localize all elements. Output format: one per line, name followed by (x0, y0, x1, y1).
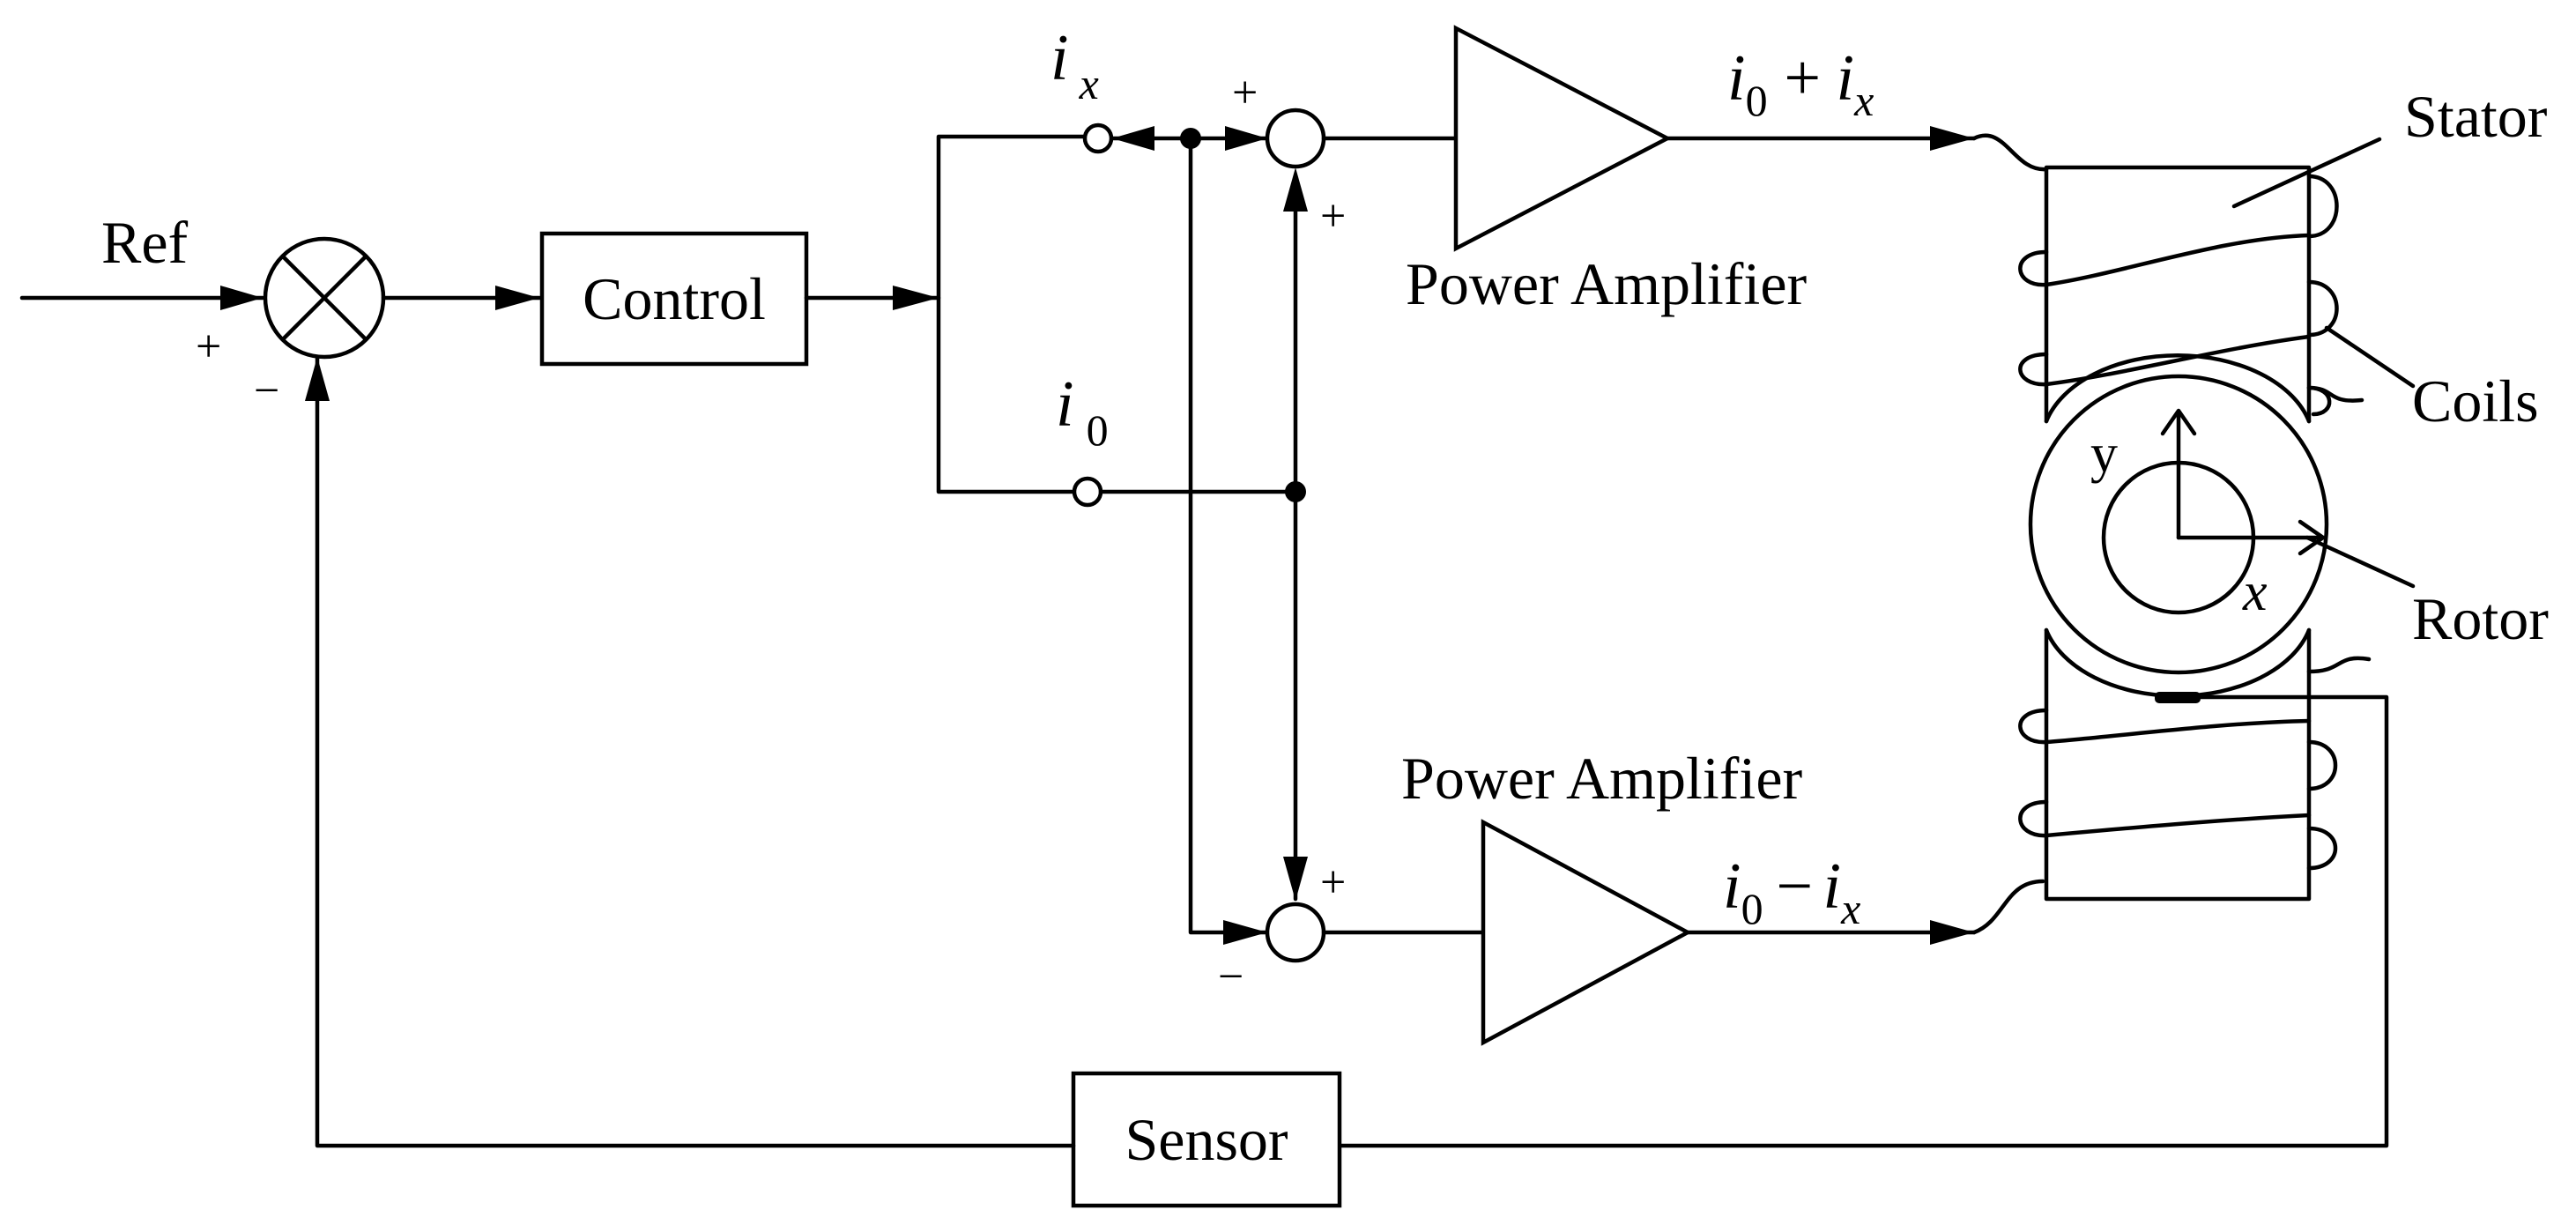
upper-coils (2018, 174, 2364, 417)
stator-leader-line (2231, 137, 2382, 209)
control-split-wire (936, 134, 1091, 494)
bottom-amplifier-label: Power Amplifier (1401, 745, 1803, 812)
upper-stator (2044, 165, 2312, 424)
sensor-label: Sensor (1125, 1106, 1288, 1173)
bottom-lead-wire (1971, 879, 2045, 935)
i0-terminal (1072, 476, 1103, 508)
bottom-output-arrowhead (1930, 920, 1974, 945)
bottom-summing-node (1265, 902, 1326, 963)
bottom-output-current-label: i0−ix (1723, 850, 1860, 933)
error-arrowhead (495, 286, 539, 310)
sensor-probe (2155, 692, 2201, 703)
bottom-sum-left-minus: − (1218, 952, 1243, 1002)
ref-label: Ref (101, 209, 189, 276)
top-output-arrowhead (1930, 126, 1974, 151)
feedback-return-wire (315, 354, 1076, 1148)
lower-coils (2018, 656, 2372, 871)
ix-left-arrowhead (1112, 126, 1154, 151)
coils-label: Coils (2412, 368, 2539, 434)
bottom-sum-top-plus: + (1320, 858, 1346, 908)
stator-label: Stator (2404, 83, 2548, 150)
ix-bottom-arrowhead (1223, 920, 1267, 945)
top-sum-left-plus: + (1232, 68, 1258, 118)
ix-terminal (1082, 122, 1114, 154)
ix-to-bottom-sum-wire (1188, 136, 1270, 935)
top-lead-wire (1971, 133, 2049, 172)
rotor-leader-line (2305, 535, 2416, 589)
control-block (539, 231, 809, 367)
error-summing-junction (263, 236, 386, 360)
ref-arrowhead (220, 286, 263, 310)
sensor-block (1071, 1071, 1342, 1208)
top-amplifier-label: Power Amplifier (1406, 250, 1808, 317)
i0-up-arrowhead (1283, 167, 1308, 212)
coils-leader-line (2324, 325, 2416, 389)
y-axis-label: y (2090, 424, 2118, 484)
top-sum-bottom-plus: + (1320, 191, 1346, 241)
control-label: Control (583, 265, 766, 332)
control-output-arrowhead (893, 286, 939, 310)
x-axis-arrowhead (2298, 519, 2326, 556)
ix-right-arrowhead (1225, 126, 1267, 151)
feedback-arrowhead (305, 357, 330, 401)
rotor-label: Rotor (2412, 585, 2549, 652)
ref-plus-sign: + (196, 322, 221, 372)
i0-down-arrowhead (1283, 857, 1308, 901)
feedback-minus-sign: − (254, 366, 279, 416)
top-power-amplifier (1453, 25, 1672, 252)
bottom-power-amplifier (1481, 819, 1692, 1046)
sensor-feedback-wire (1337, 694, 2389, 1148)
y-axis-arrowhead (2160, 408, 2197, 436)
top-output-current-label: i0+ix (1727, 42, 1874, 125)
x-axis-label: x (2242, 562, 2268, 622)
top-summing-node (1265, 108, 1326, 169)
